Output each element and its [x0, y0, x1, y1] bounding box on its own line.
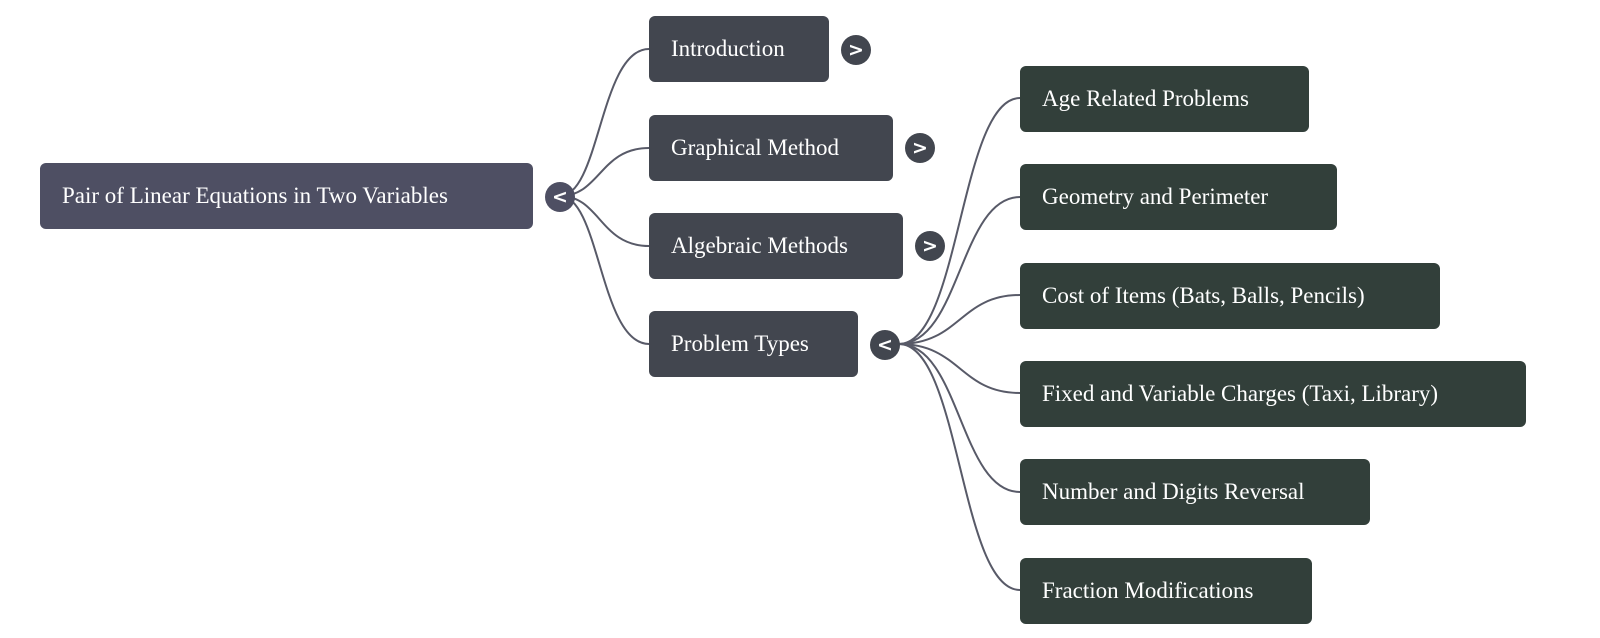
edge-problem-types-cost: [898, 294, 1021, 345]
root-collapse-toggle[interactable]: <: [545, 182, 575, 212]
node-cost-of-items-label: Cost of Items (Bats, Balls, Pencils): [1042, 283, 1365, 308]
node-fixed-and-variable-charges[interactable]: Fixed and Variable Charges (Taxi, Librar…: [1020, 361, 1526, 427]
node-fraction-modifications-label: Fraction Modifications: [1042, 578, 1254, 603]
root-node-label: Pair of Linear Equations in Two Variable…: [62, 183, 448, 208]
node-introduction[interactable]: Introduction: [649, 16, 829, 82]
node-age-related-problems-label: Age Related Problems: [1042, 86, 1249, 111]
node-graphical-method[interactable]: Graphical Method: [649, 115, 893, 181]
node-fixed-and-variable-charges-label: Fixed and Variable Charges (Taxi, Librar…: [1042, 381, 1439, 406]
node-algebraic-methods-label: Algebraic Methods: [671, 233, 848, 258]
node-number-and-digits-reversal-label: Number and Digits Reversal: [1042, 479, 1305, 504]
edge-problem-types-charges: [898, 343, 1021, 394]
node-problem-types[interactable]: Problem Types: [649, 311, 858, 377]
edge-root-problem-types: [559, 195, 650, 345]
node-number-and-digits-reversal[interactable]: Number and Digits Reversal: [1020, 459, 1370, 525]
graphical-method-expand-toggle[interactable]: >: [905, 133, 935, 163]
edge-problem-types-age: [898, 97, 1021, 345]
algebraic-methods-expand-toggle[interactable]: >: [915, 231, 945, 261]
node-geometry-and-perimeter-label: Geometry and Perimeter: [1042, 184, 1269, 209]
node-cost-of-items[interactable]: Cost of Items (Bats, Balls, Pencils): [1020, 263, 1440, 329]
node-age-related-problems[interactable]: Age Related Problems: [1020, 66, 1309, 132]
node-fraction-modifications[interactable]: Fraction Modifications: [1020, 558, 1312, 624]
node-algebraic-methods[interactable]: Algebraic Methods: [649, 213, 903, 279]
node-graphical-method-label: Graphical Method: [671, 135, 839, 160]
node-geometry-and-perimeter[interactable]: Geometry and Perimeter: [1020, 164, 1337, 230]
edge-root-introduction: [559, 48, 650, 197]
edge-problem-types-geometry: [898, 196, 1021, 345]
problem-types-collapse-toggle[interactable]: <: [870, 330, 900, 360]
node-introduction-label: Introduction: [671, 36, 785, 61]
node-problem-types-label: Problem Types: [671, 331, 809, 356]
edge-problem-types-fraction: [898, 343, 1021, 591]
root-node[interactable]: Pair of Linear Equations in Two Variable…: [40, 163, 533, 229]
introduction-expand-toggle[interactable]: >: [841, 35, 871, 65]
edge-problem-types-digits: [898, 343, 1021, 493]
